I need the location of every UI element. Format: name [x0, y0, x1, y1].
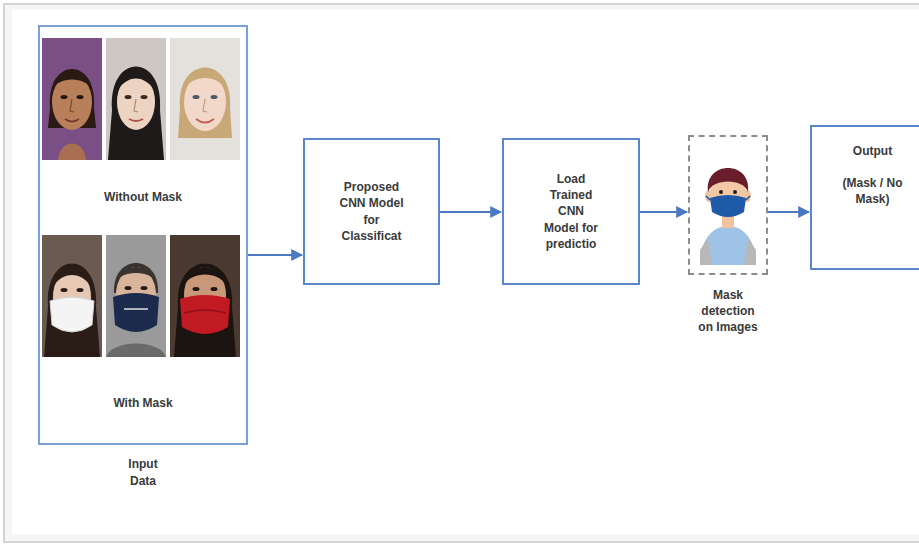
masked-person-icon: [700, 168, 756, 265]
masked-person-icon-part: [700, 238, 712, 265]
masked-person-icon-part: [744, 238, 756, 265]
flow-arrow: [768, 211, 809, 213]
masked-face-photo-part: [211, 287, 218, 291]
masked-face-photo-part: [193, 287, 200, 291]
masked-face-photo-part: [44, 264, 100, 358]
masked-face-photo-part: [42, 235, 102, 357]
face-photo-part: [117, 71, 155, 92]
detection-icon-box: Mask detection on Images: [688, 135, 768, 275]
face-photo-part: [170, 38, 240, 160]
face-photo-part: [203, 99, 207, 112]
face-photo-part: [141, 95, 148, 99]
masked-face-photo-part: [125, 286, 132, 290]
node-sublabel: Input Data: [118, 456, 168, 488]
node-label: Mask detection on Images: [693, 287, 763, 336]
face-photo: [42, 38, 102, 160]
face-photo-part: [106, 38, 166, 160]
face-photo-part: [129, 119, 143, 121]
face-photo-part: [77, 95, 84, 99]
masked-face-photo-part: [113, 293, 159, 332]
masked-face-photo-part: [50, 297, 94, 332]
node-label: Load Trained CNN Model for predictio: [540, 171, 602, 252]
masked-face-photo-part: [180, 295, 230, 334]
face-photo-part: [193, 95, 200, 99]
flow-arrow: [440, 211, 501, 213]
face-photo-part: [108, 67, 164, 161]
process-box: Proposed CNN Model for Classificat: [303, 138, 440, 285]
face-photo-part: [52, 71, 92, 91]
masked-face-photo-part: [61, 288, 68, 292]
process-box: Load Trained CNN Model for predictio: [502, 138, 640, 285]
masked-face-photo-part: [106, 344, 166, 358]
flow-arrow: [248, 254, 302, 256]
masked-person-icon-part: [708, 168, 748, 192]
background-frame-part: [12, 10, 919, 534]
masked-person-icon-part: [733, 190, 737, 194]
masked-face-photo-part: [184, 310, 226, 313]
face-photo-part: [42, 38, 102, 160]
masked-person-icon-part: [719, 190, 723, 194]
face-photo: [106, 38, 166, 160]
masked-face-photo-part: [124, 308, 148, 310]
face-photo-part: [125, 95, 132, 99]
masked-face-photo-part: [106, 235, 166, 357]
face-photo-part: [61, 95, 68, 99]
node-label: Proposed CNN Model for Classificat: [339, 179, 405, 244]
face-photo-part: [65, 119, 79, 122]
face-photo-part: [58, 144, 86, 161]
face-photo-part: [196, 119, 214, 123]
masked-face-photo: [106, 235, 166, 357]
node-sublabel: (Mask / No Mask): [837, 175, 909, 207]
node-label: Output: [833, 143, 913, 159]
masked-face-photo: [42, 235, 102, 357]
masked-face-photo-part: [184, 267, 226, 285]
masked-face-photo-part: [118, 267, 154, 279]
masked-person-icon-part: [710, 195, 746, 217]
masked-face-photo-part: [170, 235, 240, 357]
input-data-panel: Without MaskWith MaskInput Data: [38, 25, 248, 445]
face-photo-part: [134, 99, 138, 112]
face-photo-part: [178, 68, 232, 139]
masked-face-photo-part: [53, 268, 91, 288]
face-photo-part: [211, 95, 218, 99]
masked-person-icon-part: [700, 226, 756, 265]
node-sublabel: With Mask: [48, 395, 238, 411]
masked-face-photo-part: [77, 288, 84, 292]
face-photo-part: [70, 99, 74, 112]
output-box: Output (Mask / No Mask): [810, 125, 919, 270]
masked-face-photo: [170, 235, 240, 357]
face-photo-part: [184, 71, 226, 91]
flow-arrow: [640, 211, 687, 213]
masked-face-photo-part: [141, 286, 148, 290]
node-label: Without Mask: [48, 189, 238, 205]
masked-face-photo-part: [174, 264, 236, 358]
masked-person-icon-part: [706, 196, 750, 200]
face-photo: [170, 38, 240, 160]
